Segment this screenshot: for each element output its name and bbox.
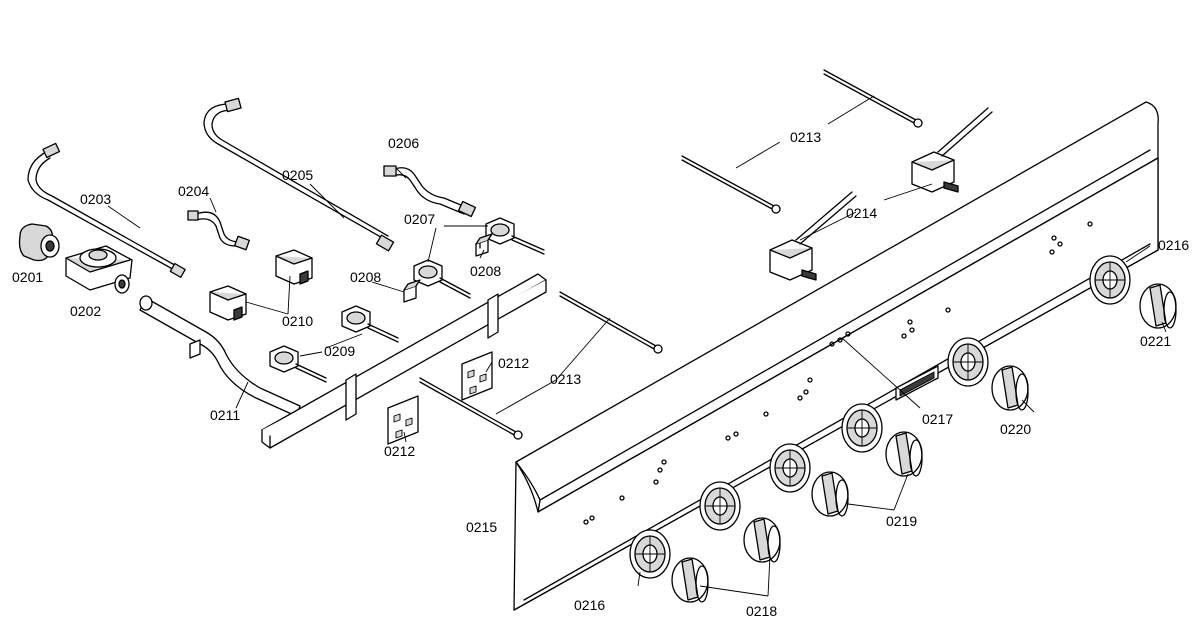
bezel-4 bbox=[841, 403, 883, 453]
bezel-group bbox=[629, 255, 1131, 579]
label-0210: 0210 bbox=[282, 313, 313, 329]
part-0213-rod-right-upper bbox=[823, 69, 923, 128]
part-0206-tube bbox=[383, 165, 477, 218]
part-labels: 0201 0202 0203 0204 0205 0206 0207 0208 … bbox=[12, 129, 1189, 619]
label-0205: 0205 bbox=[282, 167, 313, 183]
part-0201-elbow-fitting bbox=[18, 223, 60, 262]
part-0209-valve-upper bbox=[341, 305, 399, 343]
part-0220-knob bbox=[991, 365, 1029, 411]
label-0202: 0202 bbox=[70, 303, 101, 319]
part-0207-valve-upper bbox=[485, 217, 545, 255]
label-0215: 0215 bbox=[466, 519, 497, 535]
label-0209: 0209 bbox=[324, 343, 355, 359]
bezel-3 bbox=[769, 443, 811, 493]
label-0208-left: 0208 bbox=[350, 269, 381, 285]
part-0216-bezel-right bbox=[1089, 255, 1131, 305]
part-0202-gas-regulator bbox=[65, 245, 133, 294]
label-0212-lower: 0212 bbox=[384, 443, 415, 459]
part-0212-board-upper bbox=[461, 351, 493, 401]
label-0213-right: 0213 bbox=[790, 129, 821, 145]
knob-group bbox=[671, 283, 1177, 603]
label-0218: 0218 bbox=[746, 603, 777, 619]
label-0217: 0217 bbox=[922, 411, 953, 427]
part-0217-display-module bbox=[895, 365, 939, 401]
bezel-5 bbox=[947, 337, 989, 387]
part-0214-thermostat-lower bbox=[769, 191, 857, 281]
panel-holes bbox=[583, 221, 1093, 525]
label-0207: 0207 bbox=[404, 211, 435, 227]
label-0201: 0201 bbox=[12, 269, 43, 285]
label-0216-left: 0216 bbox=[574, 597, 605, 613]
part-0218-knob-right bbox=[743, 517, 781, 563]
part-0216-bezel-left bbox=[629, 529, 671, 579]
label-0213-left: 0213 bbox=[550, 371, 581, 387]
label-0216-right: 0216 bbox=[1158, 237, 1189, 253]
part-0218-knob-left bbox=[671, 557, 709, 603]
bezel-2 bbox=[699, 481, 741, 531]
label-0203: 0203 bbox=[80, 191, 111, 207]
label-0220: 0220 bbox=[1000, 421, 1031, 437]
part-0209-valve-lower bbox=[269, 345, 327, 383]
part-0205-long-tube bbox=[203, 97, 395, 252]
label-0206: 0206 bbox=[388, 135, 419, 151]
label-0212-upper: 0212 bbox=[498, 355, 529, 371]
part-0208-clip-lower bbox=[403, 279, 421, 303]
part-0213-rod-right-lower bbox=[681, 155, 781, 214]
part-0215-control-panel bbox=[513, 101, 1159, 611]
part-0219-knob-left bbox=[811, 471, 849, 517]
label-0219: 0219 bbox=[886, 513, 917, 529]
part-0213-rod-left-lower bbox=[419, 377, 523, 440]
part-0212-board-lower bbox=[387, 395, 419, 445]
part-0203-gas-tube bbox=[27, 142, 186, 278]
label-0204: 0204 bbox=[178, 183, 209, 199]
label-0221: 0221 bbox=[1140, 333, 1171, 349]
part-0213-rod-left-upper bbox=[559, 291, 663, 354]
part-0211-manifold-pipe bbox=[139, 273, 547, 449]
part-0210-solenoid-upper bbox=[275, 249, 313, 285]
part-0204-short-tube bbox=[187, 210, 250, 251]
label-0208-right: 0208 bbox=[470, 263, 501, 279]
part-0221-knob bbox=[1139, 283, 1177, 329]
leader-lines bbox=[107, 95, 1167, 597]
part-0207-valve-lower bbox=[413, 259, 471, 299]
label-0211: 0211 bbox=[210, 407, 240, 423]
label-0214: 0214 bbox=[846, 205, 877, 221]
part-0219-knob-right bbox=[885, 431, 923, 477]
part-0208-clip-upper bbox=[475, 233, 493, 257]
part-0214-thermostat-upper bbox=[911, 107, 993, 193]
part-0210-solenoid-lower bbox=[209, 285, 247, 321]
